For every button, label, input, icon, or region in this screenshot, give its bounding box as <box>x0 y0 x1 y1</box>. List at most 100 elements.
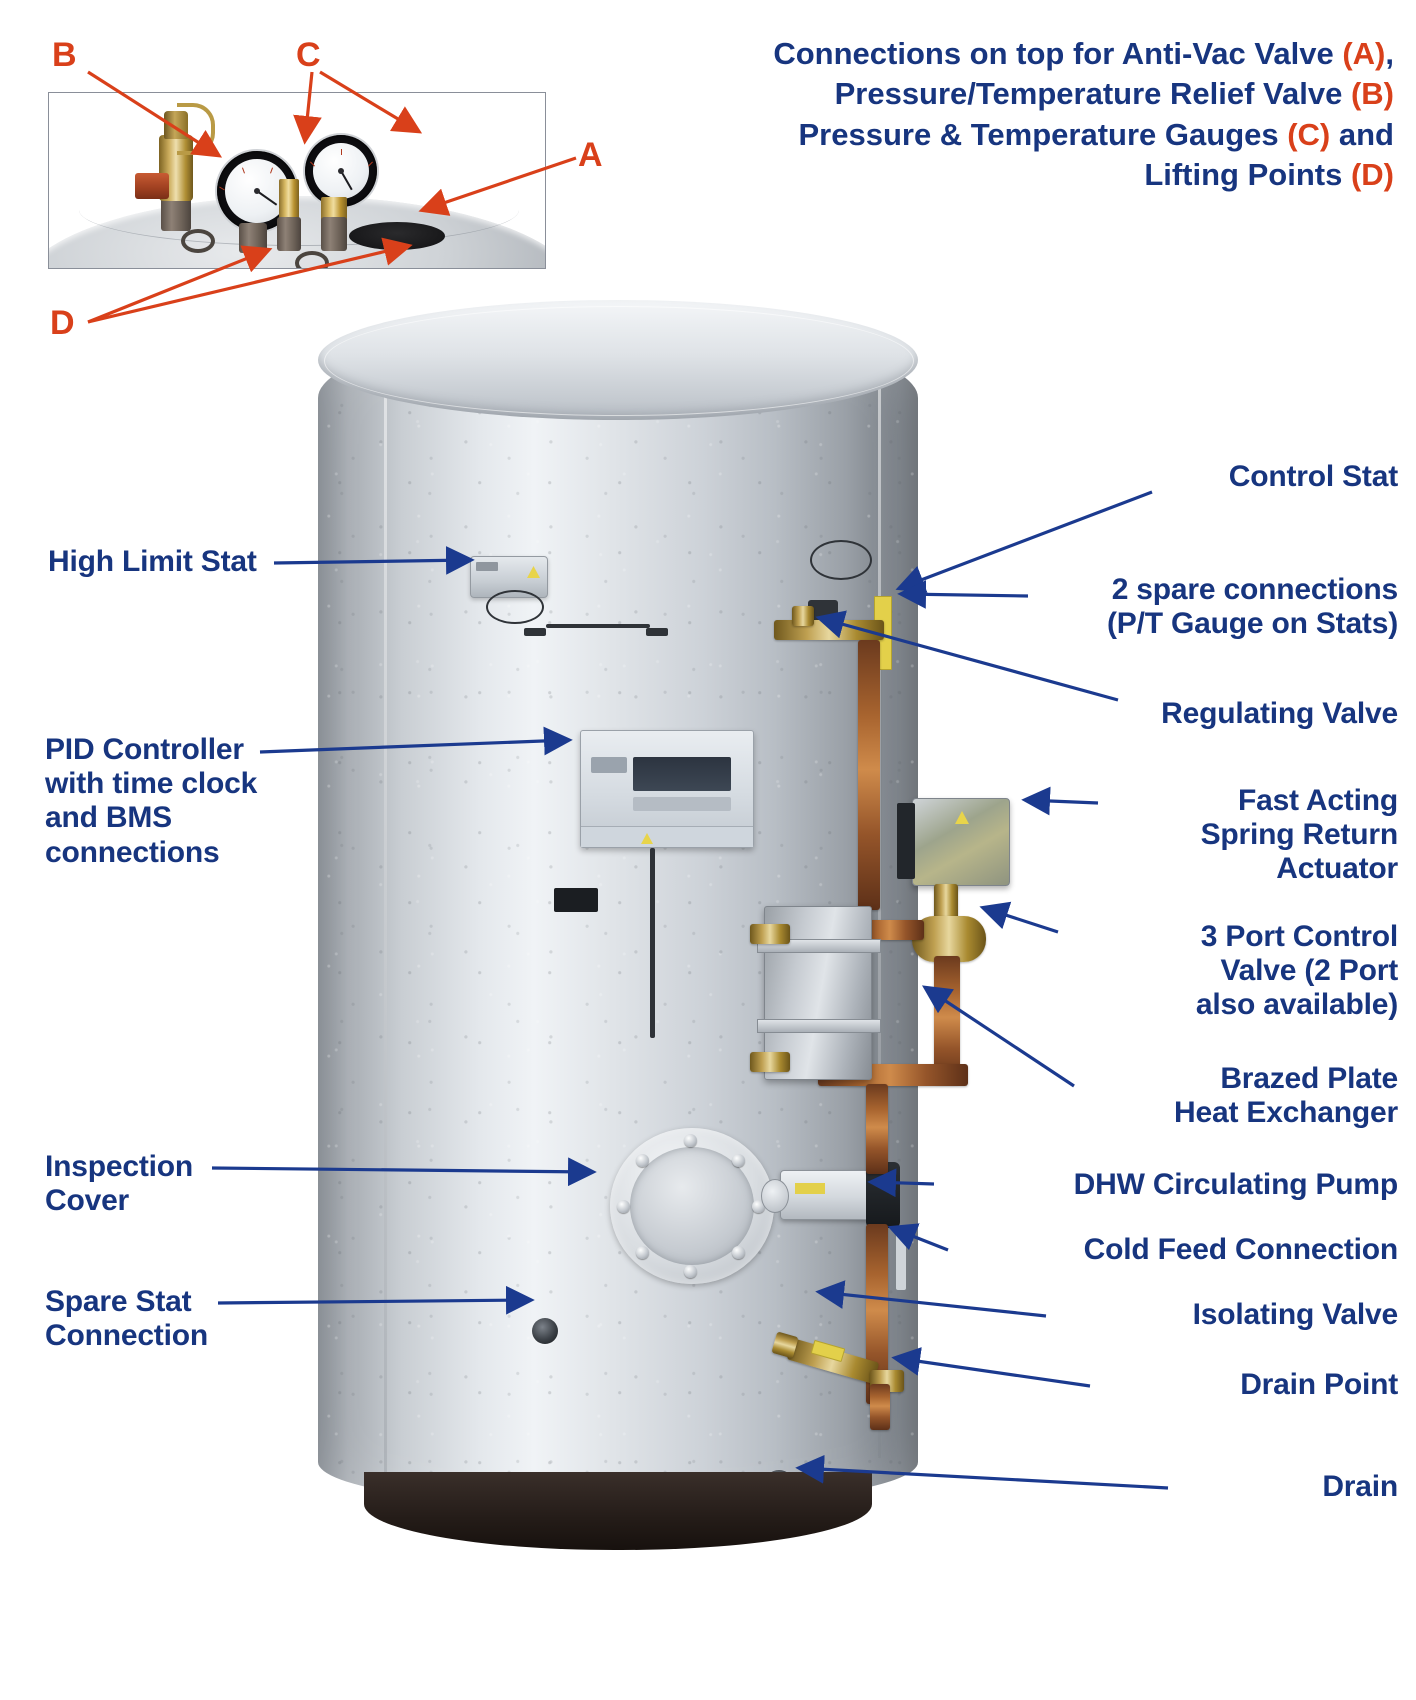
lid-opening <box>349 222 445 250</box>
tank-top-dome <box>318 300 918 420</box>
callout-dhw-pump: DHW Circulating Pump <box>1073 1168 1399 1201</box>
anti-vac-valve <box>279 179 299 221</box>
pump-head <box>761 1179 789 1213</box>
cable-clip <box>646 628 668 636</box>
callout-spare-connections: 2 spare connections (P/T Gauge on Stats) <box>1106 573 1398 641</box>
prv-lift-lever <box>177 103 215 155</box>
calorifier-tank-photo <box>318 300 1010 1550</box>
heading-line-1: Connections on top for Anti-Vac Valve (A… <box>674 34 1394 74</box>
callout-high-limit-stat: High Limit Stat <box>48 545 257 578</box>
gauge-tick <box>368 161 373 167</box>
callout-spare-stat-connection: Spare Stat Connection <box>45 1285 208 1353</box>
gauge-tick <box>241 167 245 174</box>
inspection-cover-bolt <box>732 1246 745 1259</box>
tank-body <box>318 328 1010 1508</box>
drain-down-pipe <box>870 1384 890 1430</box>
callout-control-stat: Control Stat <box>1228 460 1398 493</box>
heading-line-3-suffix: and <box>1330 116 1394 152</box>
bphe-connection-upper <box>750 924 790 944</box>
cable-clip <box>524 628 546 636</box>
primary-flow-pipe <box>858 920 924 940</box>
callout-three-port-valve: 3 Port Control Valve (2 Port also availa… <box>1195 920 1398 1022</box>
callout-bphe: Brazed Plate Heat Exchanger <box>1174 1062 1398 1130</box>
tank-top-rim <box>324 306 914 416</box>
inspection-cover-bolt <box>617 1200 630 1213</box>
high-limit-stat-capillary <box>486 590 544 624</box>
temperature-gauge-boss <box>321 217 347 251</box>
heading-text: Connections on top for Anti-Vac Valve (A… <box>674 34 1394 195</box>
spare-stat-connection <box>532 1318 558 1344</box>
heading-key-a: (A) <box>1342 36 1386 71</box>
gauge-tick <box>219 186 225 191</box>
dhw-circulating-pump <box>761 1170 874 1220</box>
pid-terminal-cover <box>581 826 753 847</box>
inspection-cover-bolt <box>636 1154 649 1167</box>
heading-line-1-text: Connections on top for Anti-Vac Valve <box>773 36 1343 71</box>
three-port-control-valve <box>912 916 986 962</box>
inset-letter-d: D <box>50 304 75 342</box>
callout-isolating-valve: Isolating Valve <box>1192 1298 1399 1331</box>
bphe-connection-lower <box>750 1052 790 1072</box>
warning-triangle-icon <box>641 833 653 844</box>
inspection-cover-plate <box>630 1147 754 1265</box>
gauge-tick <box>270 167 274 174</box>
heading-key-c: (C) <box>1287 116 1331 152</box>
heading-line-4: Lifting Points (D) <box>674 155 1394 195</box>
bphe-strap-lower <box>757 1019 881 1033</box>
lifting-point-ring-right <box>295 251 329 268</box>
inspection-cover <box>610 1128 774 1284</box>
callout-inspection-cover: Inspection Cover <box>45 1150 194 1218</box>
inset-letter-b: B <box>52 36 77 74</box>
heading-line-3-text: Pressure & Temperature Gauges <box>798 116 1288 152</box>
inset-photo-tank-top <box>48 92 546 269</box>
callout-drain-point: Drain Point <box>1240 1368 1398 1401</box>
prv-boss <box>161 197 191 231</box>
callout-drain: Drain <box>1322 1470 1398 1503</box>
pressure-gauge-hub <box>254 188 260 194</box>
heading-line-4-text: Lifting Points <box>1144 156 1351 192</box>
heading-line-2-text: Pressure/Temperature Relief Valve <box>834 76 1351 112</box>
heading-line-2: Pressure/Temperature Relief Valve (B) <box>674 74 1394 114</box>
pressure-gauge-boss <box>239 223 267 253</box>
pid-display <box>633 757 731 791</box>
inspection-cover-bolt <box>636 1246 649 1259</box>
callout-actuator: Fast Acting Spring Return Actuator <box>1200 784 1399 886</box>
lifting-point-ring-left <box>181 229 215 253</box>
inset-letter-c: C <box>296 36 321 74</box>
tank-seam-left <box>384 338 387 1478</box>
inspection-cover-bolt <box>684 1134 697 1147</box>
inspection-cover-bolt <box>732 1154 745 1167</box>
temperature-gauge-hub <box>338 168 344 174</box>
temperature-gauge <box>305 135 377 207</box>
heading-line-3: Pressure & Temperature Gauges (C) and <box>674 115 1394 155</box>
copper-riser <box>858 640 880 910</box>
control-stat-capillary <box>810 540 872 580</box>
actuator-spindle <box>934 884 958 920</box>
callout-pid-controller: PID Controller with time clock and BMS c… <box>45 733 258 869</box>
regulating-valve-stem <box>792 606 814 626</box>
gauge-tick <box>341 149 342 155</box>
pid-button-row <box>633 797 731 811</box>
heading-key-b: (B) <box>1350 76 1394 112</box>
heading-line-1-suffix: , <box>1385 36 1394 71</box>
high-limit-stat-label <box>476 562 498 571</box>
heading-key-d: (D) <box>1350 156 1394 192</box>
pid-wiring <box>650 848 655 1038</box>
warning-triangle-icon <box>955 811 969 824</box>
dhw-pipe-upper <box>866 1084 888 1174</box>
pid-controller <box>580 730 754 848</box>
fast-acting-spring-return-actuator <box>897 798 1010 886</box>
cold-feed-connection <box>896 1234 906 1290</box>
gauge-tick <box>310 161 315 167</box>
actuator-side-cover <box>897 803 915 879</box>
regulating-valve <box>774 620 884 640</box>
callout-regulating-valve: Regulating Valve <box>1161 697 1398 730</box>
prv-outlet <box>135 173 169 199</box>
data-plate <box>554 888 598 912</box>
callout-cold-feed: Cold Feed Connection <box>1083 1233 1399 1266</box>
inspection-cover-bolt <box>684 1265 697 1278</box>
tank-base-skirt <box>364 1472 872 1550</box>
anti-vac-valve-boss <box>277 217 301 251</box>
inset-letter-a: A <box>578 136 603 174</box>
